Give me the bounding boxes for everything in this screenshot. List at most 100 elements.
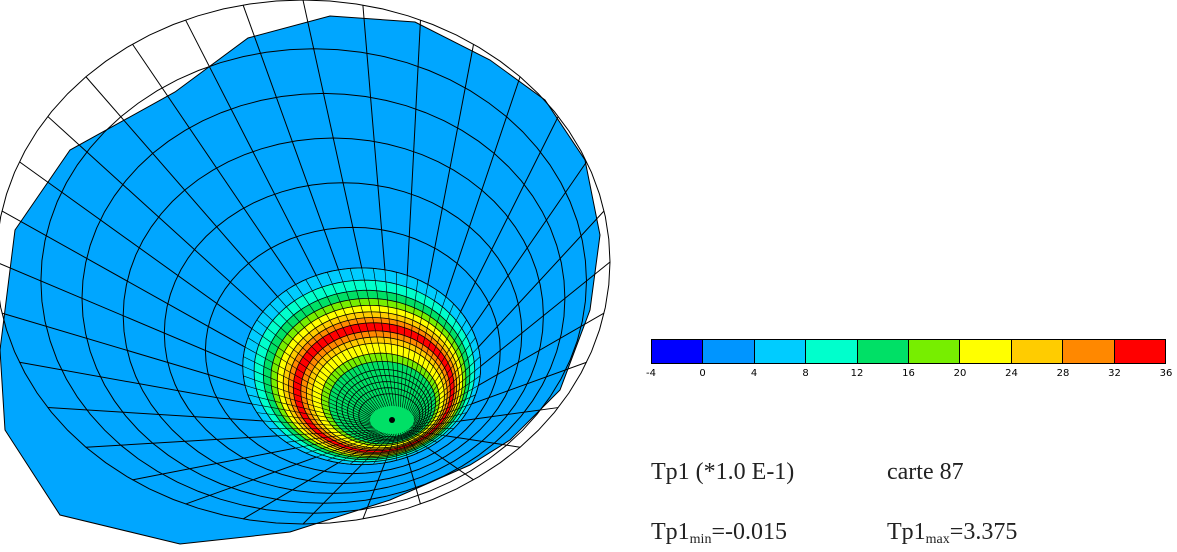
fine-meridian (244, 346, 371, 418)
fine-meridian (338, 433, 388, 463)
mesh-meridian (418, 44, 475, 329)
color-scale-tick: 4 (750, 368, 758, 379)
field-label: Tp1 (*1.0 E-1) (651, 459, 795, 485)
color-scale-bar (651, 339, 1166, 364)
fine-meridian (286, 290, 379, 410)
color-swatch (1063, 340, 1115, 363)
fine-meridian (384, 269, 397, 407)
fine-meridian (413, 346, 479, 418)
fine-meridian (405, 430, 438, 443)
fine-meridian (408, 303, 454, 412)
mesh-meridian (455, 312, 605, 400)
mesh-pole (389, 417, 395, 423)
fine-meridian (315, 275, 384, 408)
mesh-meridian (455, 210, 605, 373)
mesh-meridian (404, 448, 421, 505)
min-prefix: Tp1 (651, 519, 690, 545)
mesh-meridian (185, 448, 341, 505)
fine-meridian (384, 433, 397, 463)
fine-meridian (251, 328, 372, 415)
fine-meridian (256, 412, 373, 427)
mesh-meridian (132, 441, 326, 481)
fine-meridian (413, 356, 481, 419)
fine-meridian (277, 296, 377, 411)
color-swatch (1114, 340, 1166, 363)
mesh-meridian (442, 116, 559, 348)
fine-meridian (402, 432, 419, 454)
min-subscript: min (689, 532, 712, 547)
card-label: carte 87 (887, 459, 964, 485)
fine-meridian (373, 268, 395, 407)
color-scale-tick: 0 (699, 368, 706, 379)
fine-meridian (403, 284, 429, 409)
mesh-meridian (450, 161, 588, 360)
fine-meridian (413, 366, 481, 421)
mesh-meridian (456, 261, 611, 386)
mesh-meridian (185, 19, 341, 323)
mesh-meridian (19, 361, 295, 412)
fine-meridian (395, 272, 399, 407)
mesh-meridian (362, 4, 390, 319)
fine-meridian (402, 279, 419, 408)
fine-meridian (412, 394, 476, 425)
mesh-meridian (302, 0, 373, 317)
mesh-meridian (404, 19, 421, 322)
fine-meridian (327, 433, 386, 461)
fine-meridian (400, 275, 408, 408)
max-value-label: Tp1max=3.375 (887, 520, 1017, 547)
mesh-meridian (450, 361, 587, 412)
fine-meridian (305, 432, 382, 454)
fine-meridian (410, 311, 461, 413)
mesh-meridian (47, 407, 303, 424)
fine-meridian (245, 385, 371, 424)
color-scale-tick: 24 (1005, 368, 1018, 379)
fine-meridian (400, 432, 408, 458)
fine-meridian (412, 328, 472, 415)
fine-meridian (395, 433, 399, 461)
fine-meridian (262, 420, 374, 429)
fine-meridian (412, 403, 472, 426)
fine-meridian (410, 420, 461, 429)
min-value-label: Tp1min=-0.015 (651, 520, 787, 547)
fine-meridian (338, 269, 388, 407)
color-scale-tick: 28 (1056, 368, 1070, 379)
color-scale-tick: 32 (1108, 368, 1121, 379)
fine-meridian (247, 394, 372, 425)
color-swatch (806, 340, 858, 363)
color-scale-tick: 12 (850, 368, 864, 379)
fine-meridian (411, 412, 467, 427)
fine-meridian (349, 433, 391, 465)
fine-meridian (277, 429, 377, 437)
color-scale-tick: 20 (953, 368, 967, 379)
mesh-grid-lines (0, 0, 611, 525)
fine-meridian (242, 366, 371, 421)
fine-meridian (295, 431, 380, 449)
fine-meridian (295, 284, 381, 409)
fine-meridian (413, 375, 481, 422)
mesh-meridian (47, 116, 303, 348)
color-scale-tick: 8 (802, 368, 809, 379)
mesh-meridian (432, 433, 521, 448)
fine-meridian (361, 433, 393, 465)
mesh-meridian (419, 441, 474, 481)
fine-meridian (349, 268, 391, 407)
max-value: =3.375 (949, 519, 1018, 545)
mesh-meridian (85, 76, 313, 338)
fine-meridian (411, 319, 467, 414)
max-subscript: max (925, 532, 950, 547)
mesh-meridian (242, 4, 357, 319)
mesh-meridian (0, 263, 288, 386)
fine-meridian (243, 356, 371, 419)
fine-meridian (251, 403, 372, 426)
mesh-meridian (302, 453, 373, 525)
color-swatch (960, 340, 1012, 363)
mesh-meridian (442, 407, 559, 424)
fine-meridian (373, 433, 395, 465)
bowl-mesh-contour-plot (0, 0, 611, 545)
fine-meridian (243, 375, 371, 422)
mesh-meridian (242, 452, 357, 520)
color-swatch (909, 340, 961, 363)
fine-mesh-lines (242, 267, 481, 465)
